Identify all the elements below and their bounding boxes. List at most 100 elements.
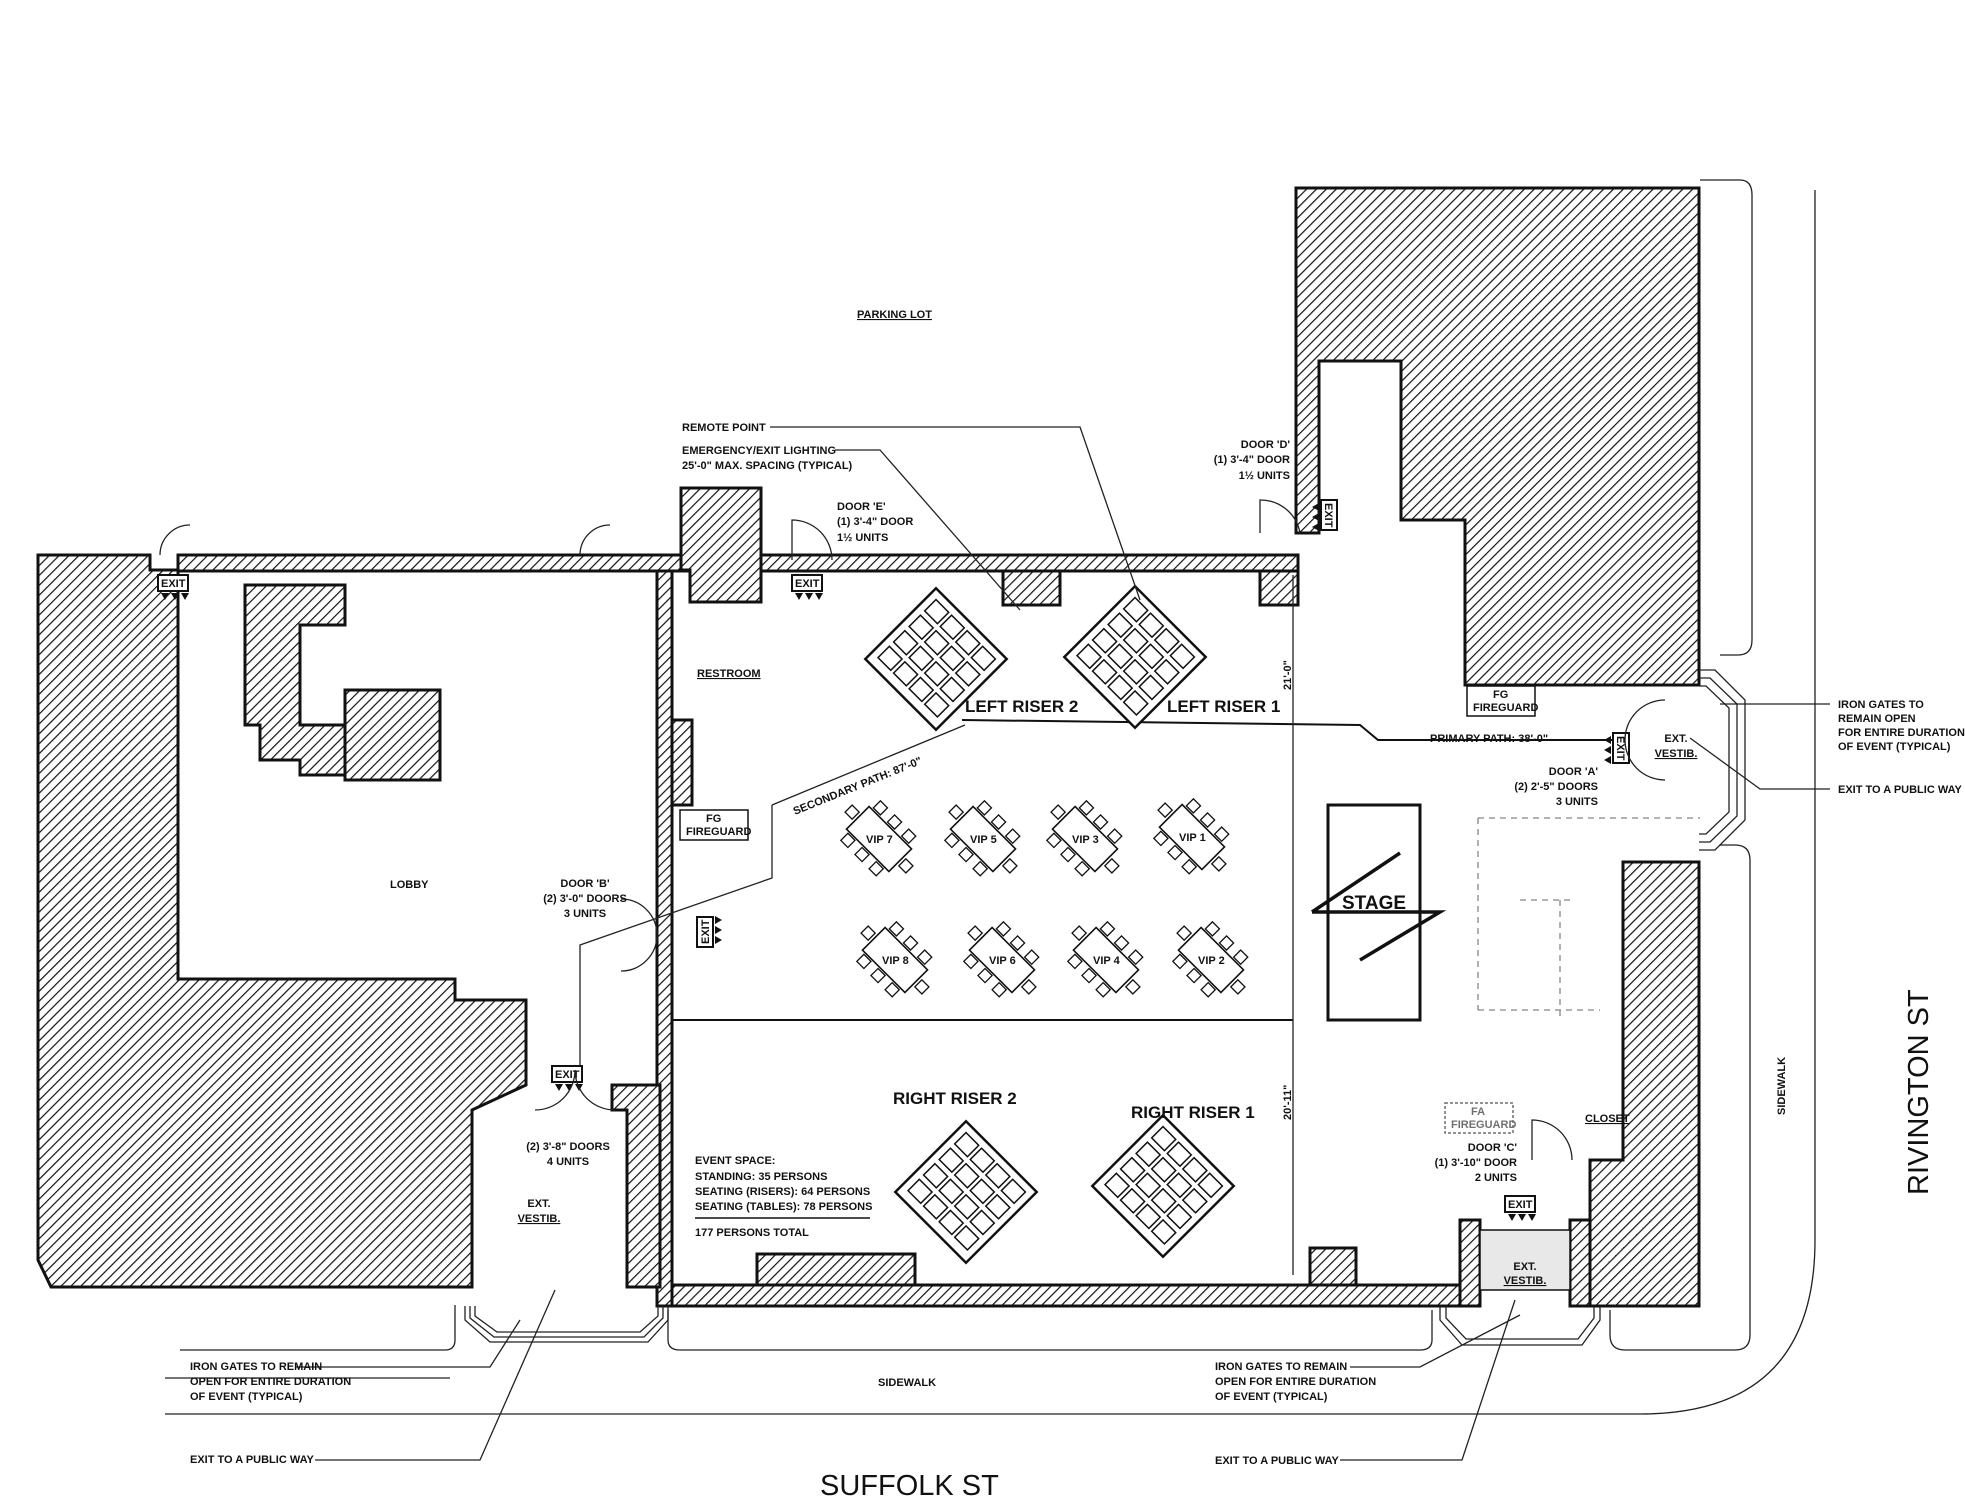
iron-gates: [464, 669, 1746, 1346]
exit-public-way-right-note: EXIT TO A PUBLIC WAY: [1838, 784, 1963, 796]
leader-lines: [295, 426, 1830, 1461]
exit-sign-label: EXIT: [161, 578, 186, 590]
exit-public-way-mid-note: EXIT TO A PUBLIC WAY: [1215, 1455, 1340, 1467]
iron-gates-mid-note: IRON GATES TO REMAIN OPEN FOR ENTIRE DUR…: [1215, 1361, 1376, 1403]
svg-text:(1) 3'-4" DOOR: (1) 3'-4" DOOR: [837, 516, 913, 528]
vip-5-label: VIP 5: [970, 834, 997, 846]
svg-text:IRON GATES TO REMAIN: IRON GATES TO REMAIN: [1215, 1361, 1347, 1373]
fireguard-station-2: FG FIREGUARD: [1466, 685, 1538, 717]
svg-text:IRON GATES TO REMAIN: IRON GATES TO REMAIN: [190, 1361, 322, 1373]
stage-label: STAGE: [1342, 893, 1406, 914]
svg-text:EVENT SPACE:: EVENT SPACE:: [695, 1155, 775, 1167]
right-riser-1: [1091, 1114, 1235, 1258]
emergency-lighting-spacing: 25'-0" MAX. SPACING (TYPICAL): [682, 460, 853, 472]
right-riser-1-label: RIGHT RISER 1: [1131, 1103, 1255, 1122]
remote-point-label: REMOTE POINT: [682, 422, 766, 434]
svg-text:EXT.: EXT.: [527, 1198, 550, 1210]
svg-text:FOR ENTIRE DURATION: FOR ENTIRE DURATION: [1838, 727, 1965, 739]
svg-text:OPEN FOR ENTIRE DURATION: OPEN FOR ENTIRE DURATION: [1215, 1376, 1376, 1388]
primary-path-line: [961, 719, 1620, 741]
fireguard-station-3: FA FIREGUARD: [1444, 1102, 1516, 1134]
door-e-label: DOOR 'E' (1) 3'-4" DOOR 1½ UNITS: [837, 501, 913, 544]
secondary-path-label: SECONDARY PATH: 87'-0": [792, 755, 924, 818]
svg-text:STANDING: 35 PERSONS: STANDING: 35 PERSONS: [695, 1171, 827, 1183]
dimension-20-11: 20'-11": [1282, 1085, 1294, 1120]
svg-text:FG: FG: [1493, 689, 1508, 701]
vestibule-right-floor: [1479, 1229, 1571, 1291]
walls: [36, 186, 1701, 1308]
svg-text:1½ UNITS: 1½ UNITS: [1239, 470, 1290, 482]
svg-text:FIREGUARD: FIREGUARD: [1451, 1119, 1516, 1131]
svg-text:(2) 3'-0" DOORS: (2) 3'-0" DOORS: [543, 893, 627, 905]
door-c-label: DOOR 'C' (1) 3'-10" DOOR 2 UNITS: [1435, 1142, 1518, 1184]
svg-text:(1) 3'-4" DOOR: (1) 3'-4" DOOR: [1214, 454, 1290, 466]
closet-label: CLOSET: [1585, 1113, 1630, 1125]
vip-8-label: VIP 8: [882, 955, 909, 967]
svg-text:2 UNITS: 2 UNITS: [1475, 1172, 1517, 1184]
fireguard-station-1: FG FIREGUARD: [679, 809, 751, 841]
svg-text:OF EVENT (TYPICAL): OF EVENT (TYPICAL): [190, 1391, 303, 1403]
vip-1-label: VIP 1: [1179, 832, 1206, 844]
stair-area: [1477, 817, 1700, 1020]
street-curbs: [165, 179, 1816, 1415]
lobby-label: LOBBY: [390, 879, 429, 891]
svg-text:IRON GATES TO: IRON GATES TO: [1838, 699, 1924, 711]
suffolk-st-label: SUFFOLK ST: [820, 1470, 999, 1502]
emergency-lighting-label: EMERGENCY/EXIT LIGHTING: [682, 445, 836, 457]
svg-text:EXT.: EXT.: [1513, 1261, 1536, 1273]
svg-text:4 UNITS: 4 UNITS: [547, 1156, 589, 1168]
right-riser-2-label: RIGHT RISER 2: [893, 1089, 1017, 1108]
svg-text:DOOR 'E': DOOR 'E': [837, 501, 886, 513]
svg-text:FIREGUARD: FIREGUARD: [686, 826, 751, 838]
svg-text:SEATING (RISERS): 64 PERSONS: SEATING (RISERS): 64 PERSONS: [695, 1186, 870, 1198]
exit-sign-label: EXIT: [700, 919, 712, 944]
exit-sign-label: EXIT: [1614, 736, 1626, 761]
svg-text:DOOR 'B': DOOR 'B': [560, 878, 610, 890]
vip-6-label: VIP 6: [989, 955, 1016, 967]
svg-text:VESTIB.: VESTIB.: [1655, 748, 1698, 760]
vip-3-label: VIP 3: [1072, 834, 1099, 846]
svg-text:3 UNITS: 3 UNITS: [564, 908, 606, 920]
primary-path-label: PRIMARY PATH: 38'-0": [1430, 733, 1548, 745]
svg-text:OF EVENT (TYPICAL): OF EVENT (TYPICAL): [1215, 1391, 1328, 1403]
secondary-path-line: [579, 805, 773, 1083]
rivington-st-label: RIVINGTON ST: [1903, 989, 1935, 1195]
vip-4-label: VIP 4: [1093, 955, 1121, 967]
svg-text:(2) 3'-8" DOORS: (2) 3'-8" DOORS: [526, 1141, 610, 1153]
svg-text:DOOR 'A': DOOR 'A': [1549, 766, 1599, 778]
vestibule-right-label: EXT. VESTIB.: [1504, 1261, 1547, 1287]
exit-sign-label: EXIT: [1508, 1199, 1533, 1211]
parking-lot-label: PARKING LOT: [857, 309, 932, 321]
right-riser-2: [894, 1120, 1038, 1264]
svg-text:(2) 2'-5" DOORS: (2) 2'-5" DOORS: [1514, 781, 1598, 793]
sidewalk-right-label: SIDEWALK: [1776, 1057, 1788, 1115]
svg-text:EXT.: EXT.: [1664, 733, 1687, 745]
svg-text:FG: FG: [706, 813, 721, 825]
vestibule-east-label: EXT. VESTIB.: [1655, 733, 1698, 760]
iron-gates-right-note: IRON GATES TO REMAIN OPEN FOR ENTIRE DUR…: [1838, 699, 1965, 753]
vip-tables: VIP 7 VIP 5 VIP 3 VIP 1 VIP 8 VIP 6 VIP …: [827, 785, 1263, 1012]
svg-text:REMAIN OPEN: REMAIN OPEN: [1838, 713, 1916, 725]
door-d-label: DOOR 'D' (1) 3'-4" DOOR 1½ UNITS: [1214, 439, 1291, 482]
svg-text:FIREGUARD: FIREGUARD: [1473, 702, 1538, 714]
svg-text:177 PERSONS TOTAL: 177 PERSONS TOTAL: [695, 1227, 809, 1239]
exit-sign-label: EXIT: [1322, 503, 1334, 528]
svg-text:DOOR 'C': DOOR 'C': [1468, 1142, 1518, 1154]
left-riser-1-label: LEFT RISER 1: [1167, 697, 1280, 716]
exit-sign-label: EXIT: [795, 578, 820, 590]
svg-text:DOOR 'D': DOOR 'D': [1241, 439, 1291, 451]
exit-public-way-left-note: EXIT TO A PUBLIC WAY: [190, 1454, 315, 1466]
restroom-label: RESTROOM: [697, 668, 761, 680]
sidewalk-bottom-label: SIDEWALK: [878, 1377, 936, 1389]
vestibule-left-doors-label: (2) 3'-8" DOORS 4 UNITS: [526, 1141, 610, 1168]
stage: STAGE: [1311, 803, 1447, 1022]
vip-2-label: VIP 2: [1198, 955, 1225, 967]
svg-text:FA: FA: [1471, 1106, 1485, 1118]
svg-text:OPEN FOR ENTIRE DURATION: OPEN FOR ENTIRE DURATION: [190, 1376, 351, 1388]
svg-text:1½ UNITS: 1½ UNITS: [837, 532, 888, 544]
door-a-label: DOOR 'A' (2) 2'-5" DOORS 3 UNITS: [1514, 766, 1598, 808]
svg-text:OF EVENT (TYPICAL): OF EVENT (TYPICAL): [1838, 741, 1951, 753]
vestibule-left-label: EXT. VESTIB.: [518, 1198, 561, 1225]
svg-text:VESTIB.: VESTIB.: [518, 1213, 561, 1225]
